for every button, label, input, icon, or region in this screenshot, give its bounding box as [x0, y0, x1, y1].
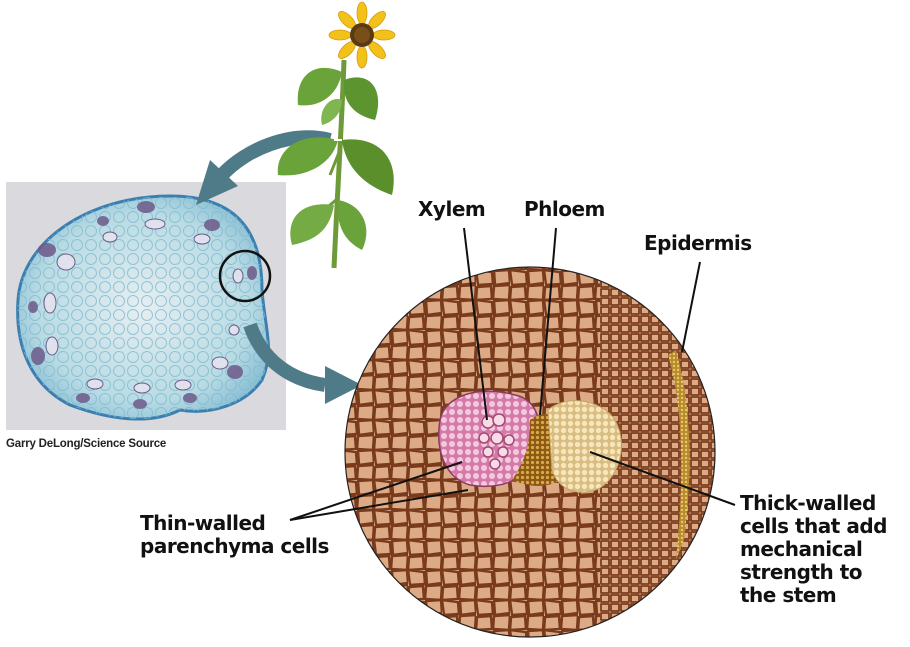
epidermis-leader: [681, 261, 701, 353]
xylem-leader: [463, 227, 488, 421]
micrograph-photo: [6, 182, 286, 430]
thick-walled-cells-label: Thick-walled cells that add mechanical s…: [740, 492, 887, 607]
thin-walled-parenchyma-label: Thin-walled parenchyma cells: [140, 512, 329, 558]
arrow-photo-to-detail: [243, 322, 362, 404]
thick-walled-line-4: strength to: [740, 560, 863, 584]
thick-walled-line-2: cells that add: [740, 514, 887, 538]
thick-walled-leader: [589, 451, 736, 506]
sunflower-illustration: [277, 1, 396, 269]
phloem-leader: [539, 227, 557, 416]
thin-walled-line-1: Thin-walled: [140, 511, 266, 535]
thick-walled-line-1: Thick-walled: [740, 491, 876, 515]
thin-walled-leader-1: [289, 461, 463, 521]
thick-walled-line-5: the stem: [740, 583, 837, 607]
photo-credit: Garry DeLong/Science Source: [6, 438, 167, 450]
detail-cross-section: [344, 266, 716, 638]
xylem-label: Xylem: [418, 197, 486, 221]
sclerenchyma-region: [547, 400, 622, 493]
epidermis-label: Epidermis: [644, 231, 752, 255]
thin-walled-leader-2: [289, 489, 469, 521]
leader-lines: [289, 227, 736, 521]
epidermis-band: [668, 350, 690, 560]
phloem-region: [512, 414, 560, 486]
phloem-label: Phloem: [524, 197, 605, 221]
thin-walled-line-2: parenchyma cells: [140, 534, 329, 558]
thick-walled-line-3: mechanical: [740, 537, 863, 561]
bundle-highlight-circle: [218, 249, 272, 303]
